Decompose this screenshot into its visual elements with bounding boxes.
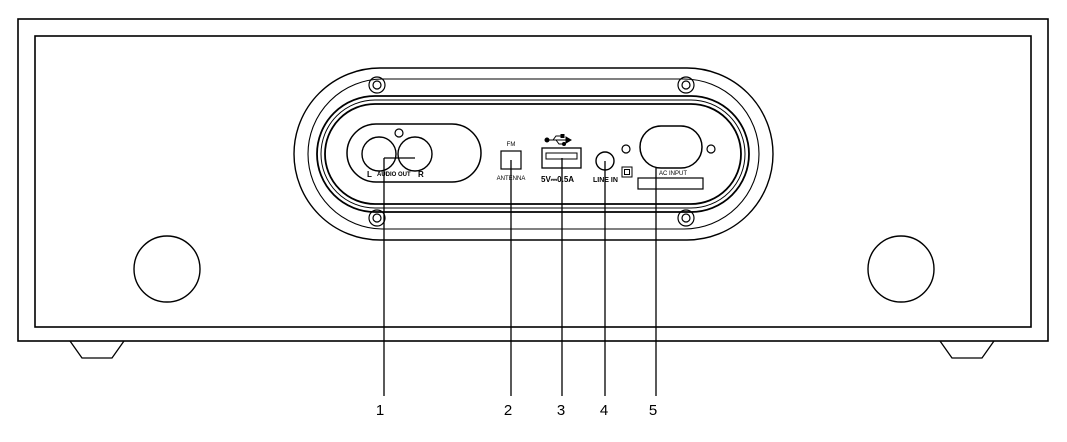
ac-mount-hole-left (621, 144, 631, 154)
usb-section: 5V⎓0.5A (541, 134, 582, 184)
screw-top-left (368, 76, 386, 94)
cabinet-outer-frame (17, 18, 1049, 342)
audio-out-indicator-hole (394, 128, 404, 138)
plate-rim-5 (324, 103, 742, 205)
plate-outer-rim (293, 67, 774, 241)
audio-out-right-jack (397, 136, 433, 172)
feet (69, 340, 995, 359)
audio-left-label: L (367, 170, 372, 179)
ac-input-socket (639, 125, 703, 169)
cabinet (17, 18, 1049, 342)
audio-right-label: R (418, 170, 424, 179)
callout-5: 5 (649, 402, 657, 419)
callout-3: 3 (557, 402, 565, 419)
audio-out-label: AUDIO OUT (377, 172, 411, 178)
screw-bottom-right (677, 209, 695, 227)
plate-rim-2 (307, 78, 760, 230)
callout-1: 1 (376, 402, 384, 419)
ac-rating-plate (637, 177, 704, 190)
audio-out-section: L AUDIO OUT R (346, 123, 482, 183)
double-insulation-icon (621, 166, 633, 178)
connector-plate (293, 67, 774, 241)
cabinet-inner-frame (34, 35, 1032, 328)
callout-2: 2 (504, 402, 512, 419)
usb-icon (544, 134, 572, 146)
left-speaker-circle (133, 235, 201, 303)
right-speaker-circle (867, 235, 935, 303)
screw-bottom-left (368, 209, 386, 227)
ac-mount-hole-right (706, 144, 716, 154)
ac-input-label: AC INPUT (659, 171, 687, 177)
callout-4: 4 (600, 402, 608, 419)
screws (368, 76, 695, 227)
plate-rim-4 (320, 99, 746, 209)
callouts: 1 2 3 4 5 (376, 402, 657, 419)
plate-rim-3 (316, 95, 750, 213)
screw-top-right (677, 76, 695, 94)
audio-out-recess (346, 123, 482, 183)
ac-input-section: AC INPUT (621, 125, 716, 190)
audio-out-left-jack (361, 136, 397, 172)
left-foot (69, 340, 125, 359)
fm-label: FM (507, 142, 516, 148)
usb-rating-label: 5V⎓0.5A (541, 175, 574, 184)
right-foot (939, 340, 995, 359)
leader-lines (383, 157, 657, 396)
